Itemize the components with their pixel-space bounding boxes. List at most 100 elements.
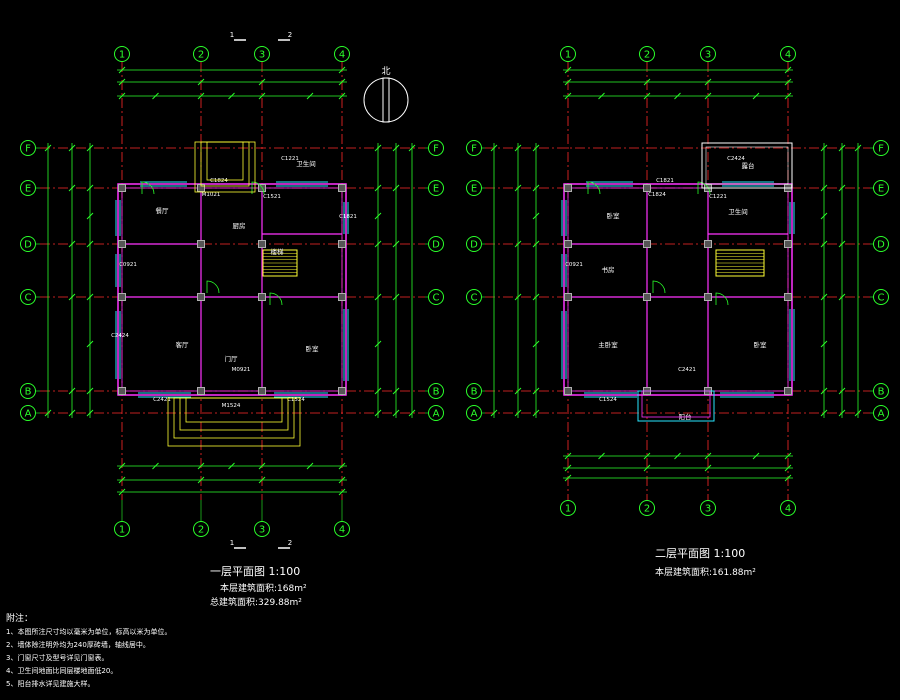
dim-bottom-axes-tick (338, 476, 346, 484)
door-swing (206, 280, 220, 294)
exterior-wall-inner (121, 187, 343, 392)
dim-top-axes-tick (338, 78, 346, 86)
dim-right-detail-tick (374, 340, 382, 348)
dim-right-detail-tick (374, 184, 382, 192)
dim-top-detail-tick (564, 92, 572, 100)
dim-left-detail-tick (532, 240, 540, 248)
plan2-title: 二层平面图 1:100 (655, 545, 745, 561)
axis-bubble-left-D: D (470, 240, 478, 251)
dim-left-detail-tick (86, 293, 94, 301)
dim-left-total-tick (490, 409, 498, 417)
axis-bubble-top-3-circle (700, 46, 716, 62)
column (118, 387, 126, 395)
dim-right-detail-tick (820, 240, 828, 248)
axis-bubble-right-C-circle (428, 289, 444, 305)
dim-left-axes-tick (68, 387, 76, 395)
dim-top-axes-tick (704, 78, 712, 86)
porch-step (185, 397, 283, 423)
window-tag: C1524 (599, 397, 617, 403)
dim-top-axes-tick (197, 78, 205, 86)
axis-bubble-right-C-circle (873, 289, 889, 305)
dim-top-axes-tick (118, 78, 126, 86)
dim-right-detail-tick (820, 144, 828, 152)
axis-bubble-left-F: F (25, 144, 31, 155)
room-label: 卧室 (754, 340, 768, 349)
dim-left-detail-tick (86, 387, 94, 395)
window-tag: C0921 (119, 262, 137, 268)
dim-right-axes-tick (838, 240, 846, 248)
axis-bubble-top-1: 1 (119, 50, 125, 61)
dim-bottom-total-tick (564, 474, 572, 482)
axis-bubble-right-E-circle (873, 180, 889, 196)
dim-bottom-detail-tick (338, 462, 346, 470)
axis-bubble-right-F: F (433, 144, 439, 155)
dim-bottom-detail-tick (152, 462, 159, 470)
dim-bottom-detail-tick (704, 452, 712, 460)
dim-left-total-tick (44, 144, 52, 152)
axis-bubble-bottom-3-circle (700, 500, 716, 516)
plan2-title-text: 二层平面图 (655, 547, 710, 560)
dim-right-axes-tick (838, 409, 846, 417)
column (784, 240, 792, 248)
door-swing (141, 181, 155, 195)
dim-bottom-detail-tick (752, 452, 760, 460)
dim-left-detail-tick (532, 144, 540, 152)
dim-left-axes-tick (68, 293, 76, 301)
axis-bubble-right-D: D (432, 240, 440, 251)
dim-bottom-detail-tick (674, 452, 681, 460)
dim-bottom-detail-tick (643, 452, 651, 460)
dim-top-detail-tick (197, 92, 205, 100)
axis-bubble-right-E-circle (428, 180, 444, 196)
room-label: 门厅 (225, 354, 239, 363)
plan2-area: 本层建筑面积:161.88m² (655, 568, 756, 578)
axis-bubble-top-2: 2 (644, 50, 650, 61)
column (704, 293, 712, 301)
window-tag: C1824 (648, 192, 666, 198)
dim-top-total-tick (338, 66, 346, 74)
notes-block: 附注： 1、本图所注尺寸均以毫米为单位，标高以米为单位。 2、墙体除注明外均为2… (6, 613, 171, 691)
dim-right-axes-tick (838, 144, 846, 152)
axis-bubble-bottom-4-circle (780, 500, 796, 516)
window-tag: C1521 (263, 194, 281, 200)
column (784, 293, 792, 301)
dim-right-detail-tick (374, 387, 382, 395)
dim-top-total-tick (564, 66, 572, 74)
axis-bubble-left-B: B (471, 387, 478, 398)
plan1-area: 本层建筑面积:168m² (220, 584, 307, 594)
dim-right-detail-tick (374, 144, 382, 152)
axis-bubble-left-D: D (24, 240, 32, 251)
dim-right-axes-tick (392, 240, 400, 248)
dim-right-axes-tick (392, 293, 400, 301)
note-line: 4、卫生间地面比同层楼地面低20。 (6, 667, 118, 675)
dim-bottom-detail-tick (118, 462, 126, 470)
axis-bubble-top-1-circle (114, 46, 130, 62)
dim-bottom-axes-tick (564, 464, 572, 472)
axis-bubble-top-2-circle (639, 46, 655, 62)
column (118, 293, 126, 301)
dim-right-axes-tick (392, 409, 400, 417)
axis-bubble-bottom-4: 4 (785, 504, 791, 515)
room-label: 书房 (602, 265, 615, 274)
axis-bubble-top-1: 1 (565, 50, 571, 61)
north-label: 北 (381, 66, 390, 77)
dim-bottom-detail-tick (306, 462, 314, 470)
door-swing (269, 292, 283, 306)
axis-bubble-left-C: C (25, 293, 32, 304)
column (118, 240, 126, 248)
dim-left-total-tick (44, 409, 52, 417)
exterior-wall-inner (567, 187, 789, 392)
column (643, 184, 651, 192)
door-swing (697, 181, 711, 195)
dim-bottom-total-tick (118, 488, 126, 496)
dim-right-detail-tick (820, 212, 828, 220)
column (784, 387, 792, 395)
section-mark-label: 2 (288, 31, 292, 39)
window-tag: C1221 (281, 156, 299, 162)
window-tag: C2421 (153, 397, 171, 403)
dim-left-axes-tick (68, 240, 76, 248)
window-tag: C1221 (709, 194, 727, 200)
dim-left-detail-tick (86, 409, 94, 417)
column (564, 240, 572, 248)
dim-left-detail-tick (532, 184, 540, 192)
